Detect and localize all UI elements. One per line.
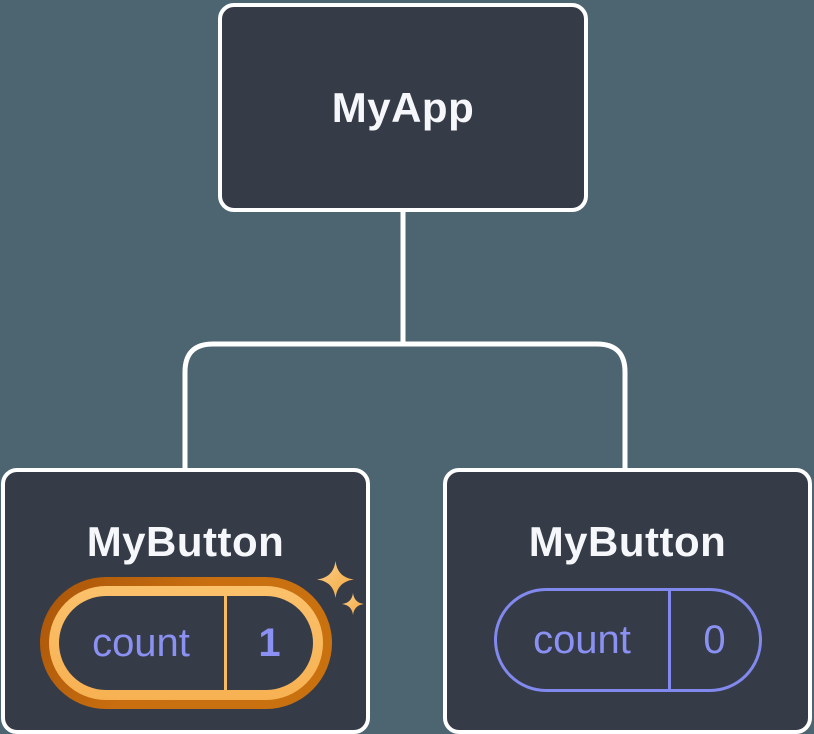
state-key: count [92, 620, 190, 665]
state-pill-right: count 0 [493, 588, 762, 692]
sparkle-icon [342, 593, 364, 615]
pill-divider [223, 596, 227, 690]
node-myapp: MyApp [218, 3, 588, 212]
node-mybutton-left-label: MyButton [86, 518, 285, 565]
node-mybutton-right-label: MyButton [528, 518, 727, 565]
state-pill-gold-ring: count 1 [48, 586, 323, 700]
node-mybutton-left: MyButton count 1 [1, 468, 370, 734]
state-pill-highlight-ring: count 1 [39, 577, 332, 709]
state-value: 1 [258, 620, 281, 665]
sparkle-icon [317, 561, 354, 598]
pill-divider [667, 591, 671, 689]
state-value: 0 [703, 617, 726, 662]
state-pill-left: count 1 [58, 596, 313, 690]
node-myapp-label: MyApp [331, 83, 475, 131]
state-key: count [533, 617, 631, 662]
node-mybutton-right: MyButton count 0 [443, 468, 812, 734]
